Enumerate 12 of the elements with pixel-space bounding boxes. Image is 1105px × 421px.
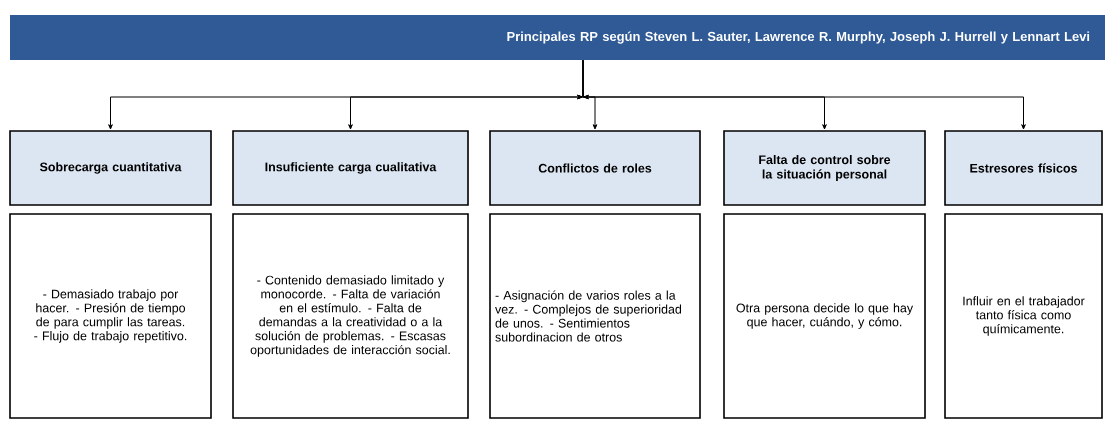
title-bar: Principales RP según Steven L. Sauter, Lawrence R. Murphy, Joseph J. Hurrell y Lennart Levi xyxy=(10,15,1105,60)
category-box: Conflictos de roles xyxy=(489,130,701,206)
description-box: Influir en el trabajador tanto física como químicamente. xyxy=(944,213,1103,419)
arrow xyxy=(577,59,1026,130)
category-box: Falta de control sobre la situación personal xyxy=(723,130,926,206)
category-box: Sobrecarga cuantitativa xyxy=(9,130,212,206)
description-box: Otra persona decide lo que hay que hacer, cuándo, y cómo. xyxy=(723,213,926,419)
category-box: Insuficiente carga cualitativa xyxy=(232,130,469,206)
description-box: - Asignación de varios roles a la vez. - Complejos de superioridad de unos. - Sentimientos subordinacion de otros xyxy=(489,213,701,419)
category-box: Estresores físicos xyxy=(944,130,1103,206)
description-box: - Demasiado trabajo por hacer. - Presión de tiempo de para cumplir las tareas. - Flujo de trabajo repetitivo. xyxy=(9,213,212,419)
description-box: - Contenido demasiado limitado y monocorde. - Falta de variación en el estímulo. - Falta de demandas a la creatividad o a la solución de problemas. - Escasas oportunidades de interacción social. xyxy=(232,213,469,419)
